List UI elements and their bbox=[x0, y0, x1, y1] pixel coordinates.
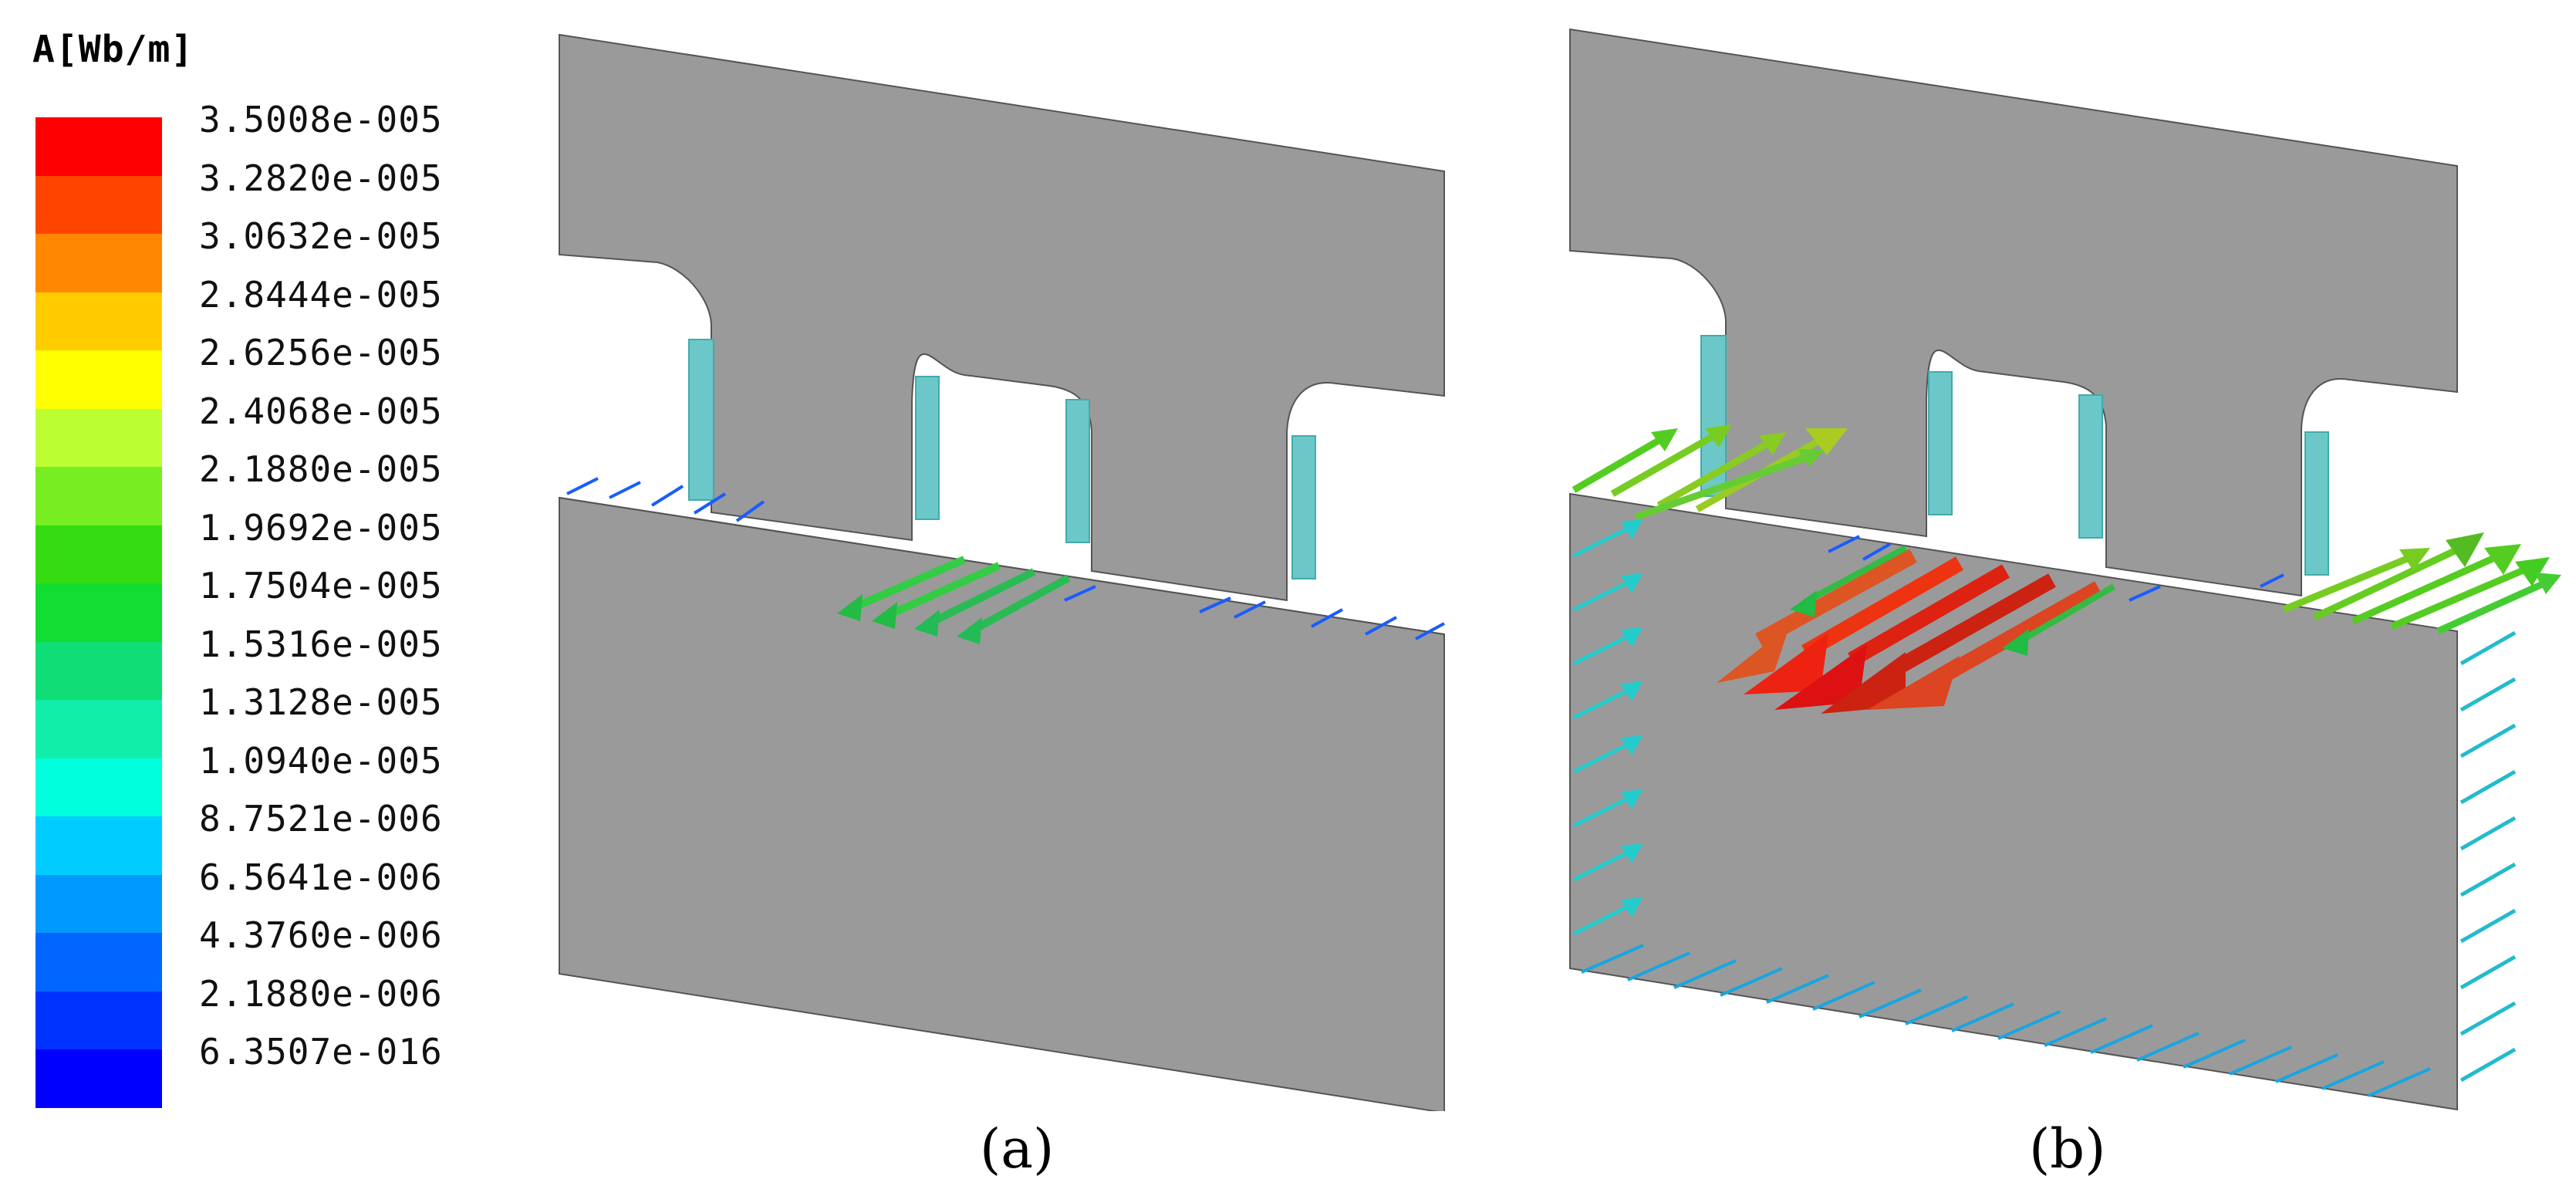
panel-b-caption: (b) bbox=[2029, 1117, 2106, 1181]
panel-a-model bbox=[559, 33, 1445, 1111]
coil-a-2 bbox=[915, 376, 940, 520]
vectors-b-topright bbox=[2282, 544, 2547, 635]
color-scale-label: 3.5008e-005 bbox=[199, 99, 443, 140]
vectors-a-top bbox=[566, 477, 1445, 640]
color-scale-label: 8.7521e-006 bbox=[199, 798, 443, 840]
color-scale-swatch bbox=[35, 816, 162, 875]
color-scale-swatch bbox=[35, 933, 162, 992]
color-scale-label: 1.7504e-005 bbox=[199, 565, 443, 606]
color-scale-swatch bbox=[35, 641, 162, 700]
color-scale-label: 2.1880e-006 bbox=[199, 972, 443, 1015]
coil-a-1 bbox=[688, 339, 714, 501]
vectors-b-green-mid bbox=[1804, 545, 2116, 644]
color-scale-label: 1.0940e-005 bbox=[199, 739, 443, 782]
color-scale-label: 2.4068e-005 bbox=[199, 390, 443, 432]
panel-b-model bbox=[1569, 28, 2561, 1111]
color-scale-swatch bbox=[35, 874, 162, 933]
color-scale-label: 2.8444e-005 bbox=[199, 273, 443, 316]
vectors-b-right bbox=[2460, 630, 2517, 1083]
color-scale-swatch bbox=[35, 991, 162, 1049]
color-scale-swatch bbox=[35, 117, 162, 176]
color-scale-label: 6.3507e-016 bbox=[199, 1031, 443, 1073]
color-scale-swatch bbox=[35, 467, 162, 525]
arrowheads-b-red bbox=[1717, 625, 1960, 714]
stator-core-a bbox=[559, 33, 1445, 602]
panel-a-caption: (a) bbox=[980, 1117, 1055, 1181]
color-scale-label: 1.3128e-005 bbox=[199, 681, 443, 723]
coil-b-2 bbox=[1928, 371, 1953, 515]
color-scale-swatch bbox=[35, 234, 162, 292]
legend-title: A[Wb/m] bbox=[32, 28, 194, 71]
color-scale-swatch bbox=[35, 1049, 162, 1108]
vectors-b-left bbox=[1572, 519, 1643, 936]
rotor-plate-b bbox=[1569, 492, 2458, 1111]
vectors-a-green bbox=[847, 556, 1071, 637]
color-scale-swatch bbox=[35, 292, 162, 350]
color-scale-label: 6.5641e-006 bbox=[199, 856, 443, 898]
coil-a-3 bbox=[1065, 399, 1090, 543]
color-scale-swatch bbox=[35, 758, 162, 816]
color-scale-swatch bbox=[35, 525, 162, 583]
color-scale-bar bbox=[35, 117, 162, 1108]
color-scale-label: 3.0632e-005 bbox=[199, 215, 443, 257]
color-scale-label: 2.1880e-005 bbox=[199, 448, 443, 490]
color-scale-swatch bbox=[35, 408, 162, 467]
field-plot-scene bbox=[559, 28, 2561, 1111]
color-scale-swatch bbox=[35, 583, 162, 642]
coil-b-3 bbox=[2078, 394, 2103, 539]
color-scale-label: 2.6256e-005 bbox=[199, 332, 443, 373]
color-scale-swatch bbox=[35, 350, 162, 409]
vectors-b-blue bbox=[1828, 535, 2284, 602]
color-scale-label: 3.2820e-005 bbox=[199, 157, 443, 199]
color-scale-label: 1.9692e-005 bbox=[199, 506, 443, 549]
color-scale-swatch bbox=[35, 700, 162, 758]
coil-a-4 bbox=[1291, 435, 1316, 579]
color-scale-label: 4.3760e-006 bbox=[199, 914, 443, 956]
vectors-b-red bbox=[1755, 549, 2102, 682]
vectors-b-bottom bbox=[1581, 944, 2431, 1097]
color-scale-label: 1.5316e-005 bbox=[199, 623, 443, 665]
color-scale-swatch bbox=[35, 175, 162, 234]
arrowheads-b-green-mid bbox=[1790, 590, 2029, 656]
arrowheads-a-green bbox=[837, 594, 982, 644]
coil-b-4 bbox=[2304, 431, 2329, 576]
arrowheads-b-topright bbox=[2399, 532, 2561, 594]
arrowheads-b-topleft bbox=[1651, 424, 1848, 467]
